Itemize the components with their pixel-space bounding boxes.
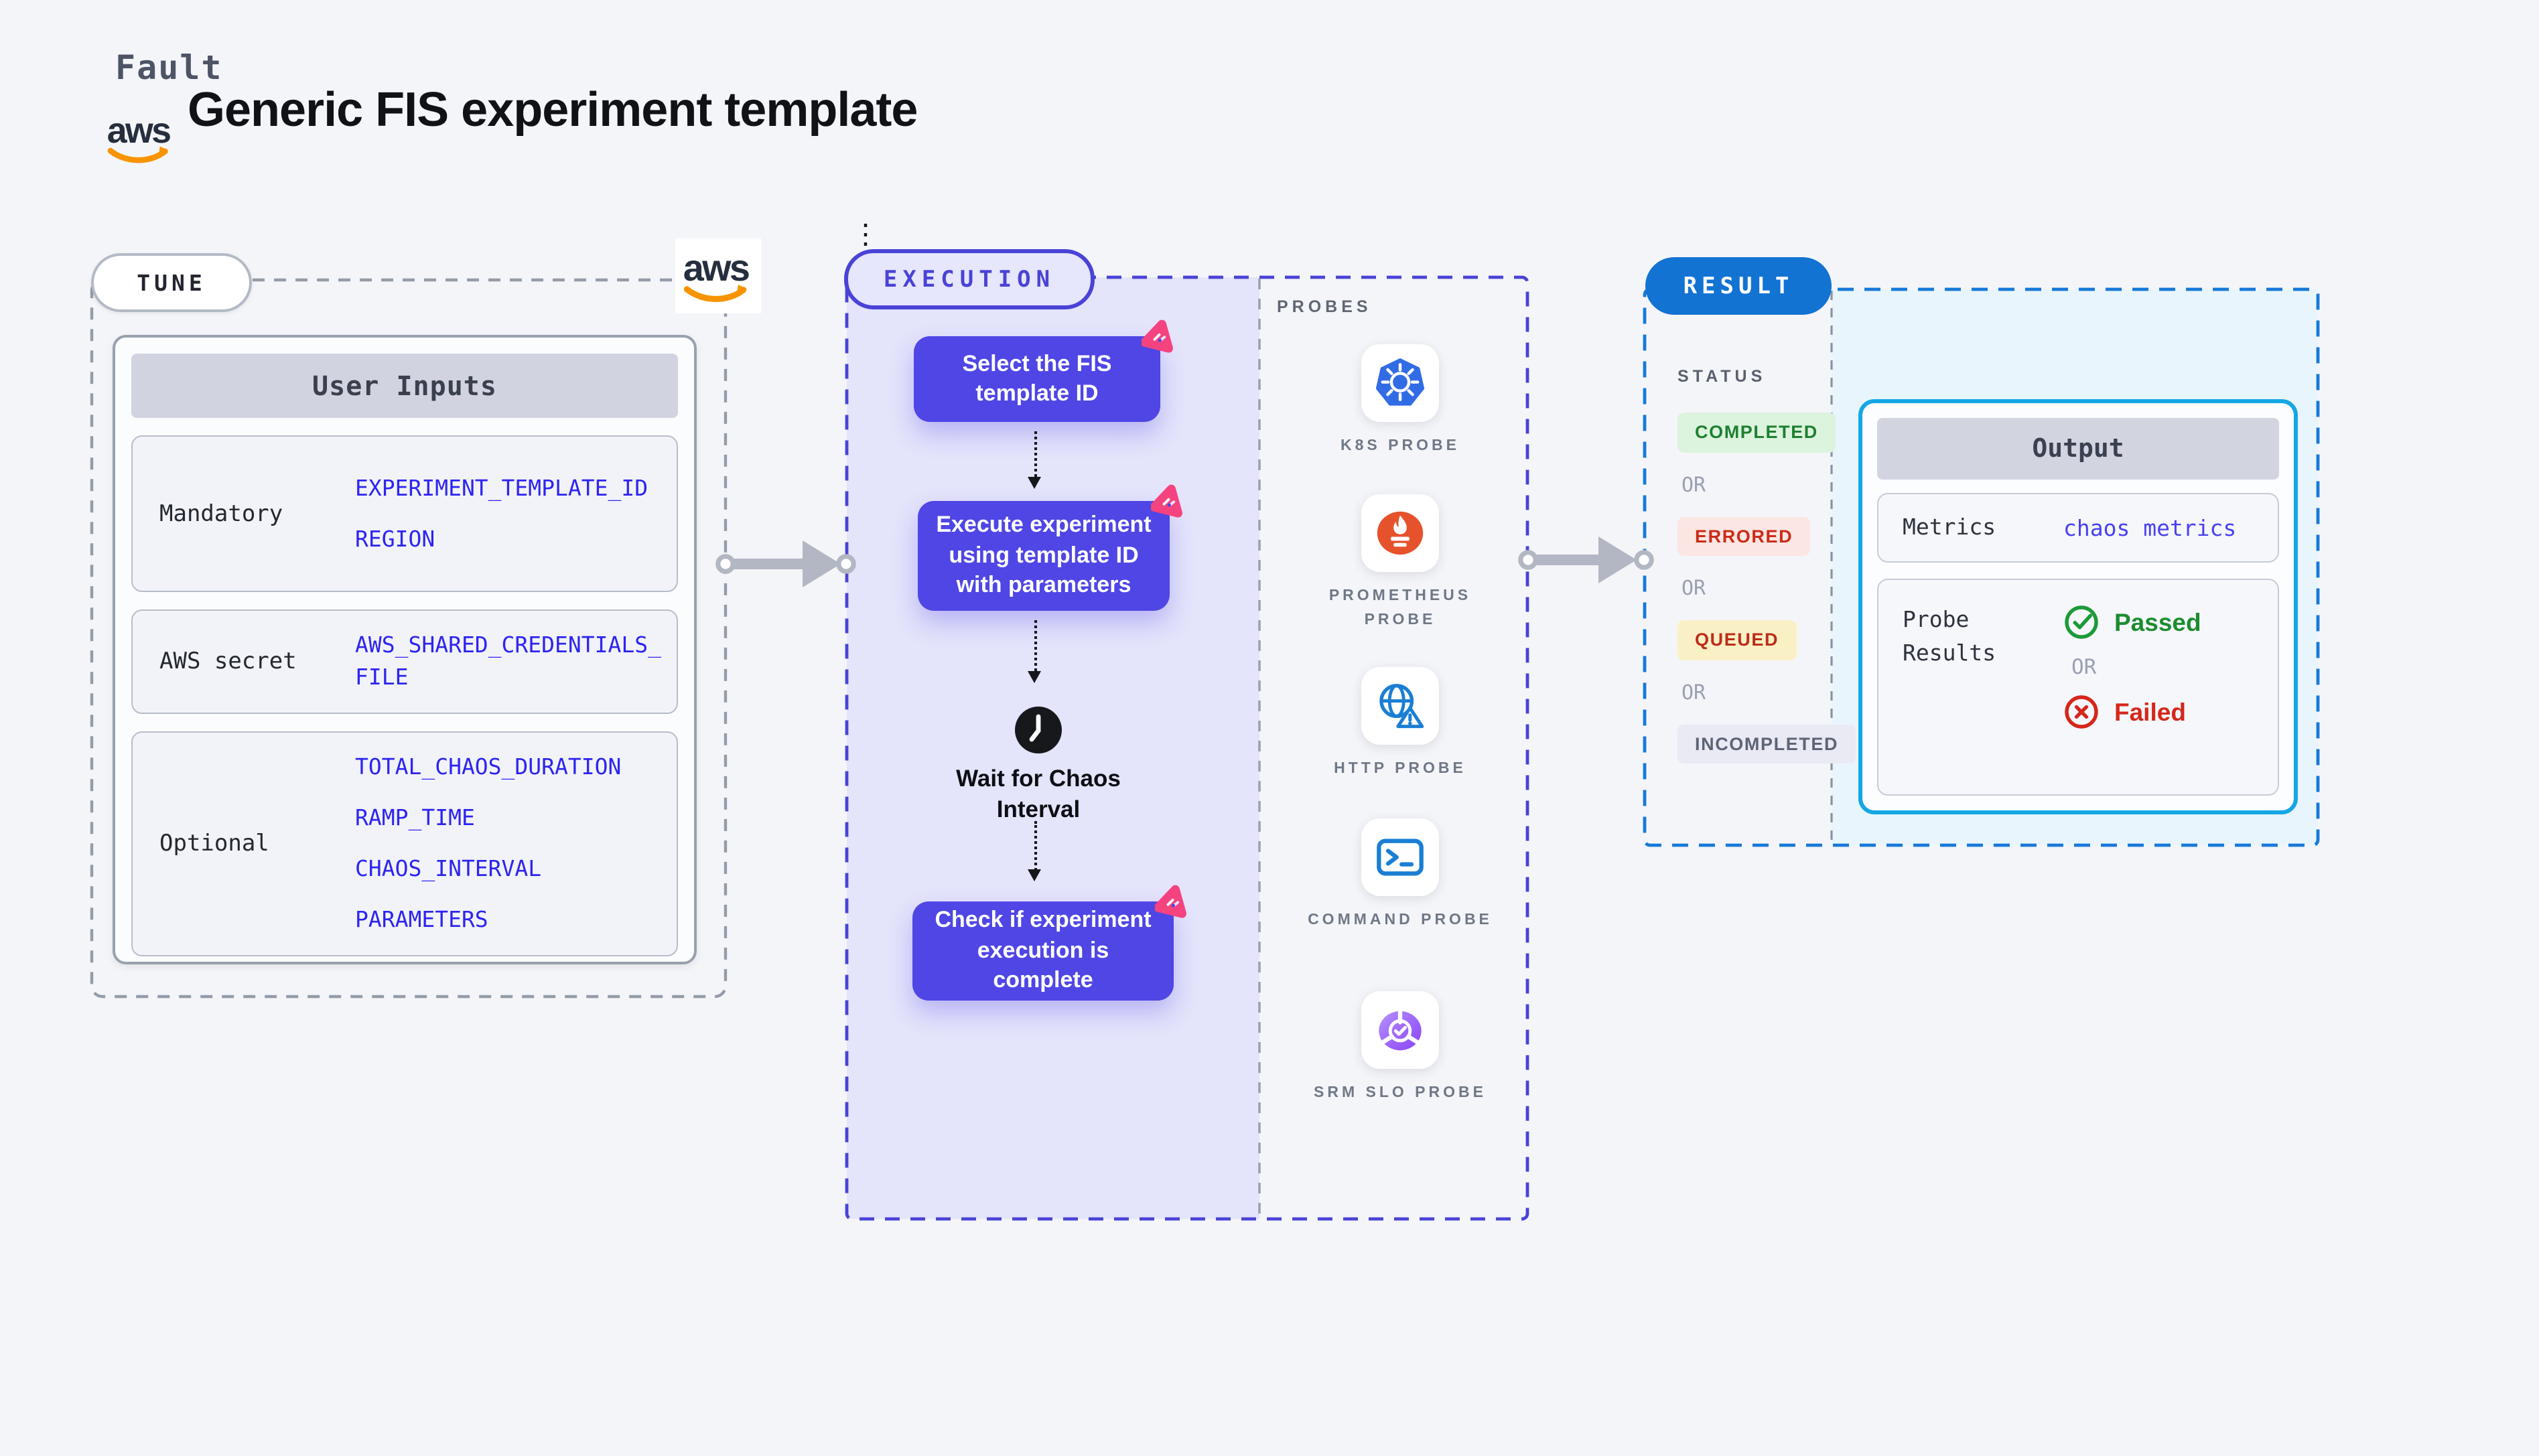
http-globe-warning-icon: [1379, 684, 1424, 729]
row-values: EXPERIMENT_TEMPLATE_ID REGION: [355, 472, 663, 555]
output-header: Output: [1877, 418, 2279, 480]
input-variable: TOTAL_CHAOS_DURATION: [355, 753, 622, 780]
metrics-row: Metrics chaos metrics: [1877, 493, 2279, 563]
failed-text: Failed: [2114, 697, 2186, 725]
status-badge-list: COMPLETED OR ERRORED OR QUEUED OR INCOMP…: [1677, 413, 1856, 763]
status-badge-incompleted: INCOMPLETED: [1677, 724, 1856, 763]
probe-card: [1361, 344, 1439, 422]
prometheus-icon: [1377, 511, 1424, 555]
aws-logo-icon: aws: [107, 111, 172, 163]
table-row-mandatory: Mandatory EXPERIMENT_TEMPLATE_ID REGION: [131, 435, 678, 592]
or-separator: OR: [1682, 472, 1706, 496]
probe-card: [1361, 494, 1439, 572]
aws-logo-tune-corner: aws: [675, 238, 761, 313]
passed-text: Passed: [2114, 607, 2201, 636]
probe-item-srm-slo: SRM SLO PROBE: [1262, 991, 1538, 1106]
status-badge-queued: QUEUED: [1677, 620, 1797, 660]
input-variable: AWS_SHARED_CREDENTIALS_FILE: [355, 632, 661, 690]
probe-label: SRM SLO PROBE: [1314, 1085, 1487, 1101]
litmus-chaos-icon: [1151, 484, 1182, 518]
input-variable: PARAMETERS: [355, 906, 488, 932]
row-label: Optional: [159, 830, 269, 857]
probe-card: [1361, 818, 1439, 896]
or-separator: OR: [1682, 576, 1706, 600]
execution-to-result-arrow: [1518, 536, 1654, 583]
input-variable: CHAOS_INTERVAL: [355, 855, 542, 881]
step-execute-experiment: Execute experiment using template ID wit…: [918, 484, 1182, 611]
svg-text:aws: aws: [683, 246, 749, 289]
brand-eyebrow: Fault: [115, 48, 223, 87]
flow-arrow-down: [1028, 620, 1041, 683]
probe-label: K8S PROBE: [1341, 438, 1460, 454]
input-variable: RAMP_TIME: [355, 804, 475, 830]
tune-label-text: TUNE: [137, 270, 206, 295]
probe-item-k8s: K8S PROBE: [1262, 344, 1538, 459]
status-badge-completed: COMPLETED: [1677, 413, 1836, 452]
step-text: Select the FIS template ID: [962, 350, 1112, 406]
probe-card: [1361, 991, 1439, 1069]
row-values: TOTAL_CHAOS_DURATION RAMP_TIME CHAOS_INT…: [355, 751, 663, 936]
tune-section-frame: [90, 278, 728, 999]
row-label: Mandatory: [159, 500, 283, 527]
execution-section-frame: [845, 275, 1529, 1221]
probe-results-row: Probe Results Passed OR Failed: [1877, 579, 2279, 796]
result-label-text: RESULT: [1683, 273, 1794, 299]
probe-results-values: Passed OR Failed: [2063, 604, 2201, 794]
input-variable: REGION: [355, 526, 435, 551]
metrics-value: chaos metrics: [2063, 515, 2237, 540]
litmus-chaos-icon: [1142, 319, 1173, 353]
row-values: AWS_SHARED_CREDENTIALS_FILE: [355, 630, 663, 694]
probe-item-prometheus: PROMETHEUS PROBE: [1262, 494, 1538, 634]
wait-step: [1013, 705, 1064, 755]
check-circle-icon: [2065, 605, 2098, 639]
status-badge-errored: ERRORED: [1677, 516, 1811, 556]
probe-item-command: COMMAND PROBE: [1262, 818, 1538, 933]
row-label: AWS secret: [159, 648, 297, 675]
slo-pie-check-icon: [1379, 1010, 1422, 1051]
result-section-label: RESULT: [1645, 257, 1832, 315]
tune-section-label: TUNE: [91, 253, 252, 312]
user-inputs-table: User Inputs Mandatory EXPERIMENT_TEMPLAT…: [113, 335, 697, 964]
wait-step-label: Wait for Chaos Interval: [956, 765, 1121, 822]
execution-section-label: EXECUTION: [844, 249, 1095, 309]
probe-item-http: HTTP PROBE: [1262, 667, 1538, 782]
or-separator: OR: [1682, 680, 1706, 704]
step-check-complete: Check if experiment execution is complet…: [912, 885, 1186, 1001]
probe-label: COMMAND PROBE: [1308, 912, 1493, 928]
page-title: Generic FIS experiment template: [188, 82, 918, 137]
tune-to-execution-arrow: [715, 540, 856, 587]
svg-text:aws: aws: [107, 111, 170, 151]
metrics-label: Metrics: [1903, 514, 1996, 540]
probes-title: PROBES: [1277, 297, 1372, 316]
step-select-template: Select the FIS template ID: [914, 319, 1173, 422]
flow-arrow-down: [1028, 821, 1041, 881]
flow-arrow-down: [1028, 431, 1041, 489]
step-text: Execute experiment using template ID wit…: [936, 512, 1152, 598]
output-table: Output Metrics chaos metrics Probe Resul…: [1858, 399, 2298, 814]
kubernetes-icon: [1375, 358, 1425, 406]
result-section-frame: [1643, 287, 2320, 847]
table-row-aws-secret: AWS secret AWS_SHARED_CREDENTIALS_FILE: [131, 609, 678, 714]
execution-label-text: EXECUTION: [883, 266, 1056, 293]
aws-logo: aws: [106, 107, 176, 174]
litmus-chaos-icon: [1155, 885, 1186, 918]
user-inputs-header: User Inputs: [131, 354, 678, 418]
failed-result: Failed: [2063, 694, 2186, 730]
x-circle-icon: [2065, 695, 2098, 729]
terminal-icon: [1377, 839, 1424, 876]
clock-icon: [1015, 707, 1062, 753]
table-row-optional: Optional TOTAL_CHAOS_DURATION RAMP_TIME …: [131, 731, 678, 956]
status-title: STATUS: [1677, 367, 1767, 386]
probe-label: PROMETHEUS PROBE: [1328, 588, 1472, 629]
probe-label: HTTP PROBE: [1334, 761, 1466, 777]
probe-results-label: Probe Results: [1903, 607, 1996, 666]
passed-result: Passed: [2063, 604, 2201, 640]
probe-card: [1361, 667, 1439, 745]
aws-logo-icon: aws: [683, 246, 751, 302]
step-text: Check if experiment execution is complet…: [935, 907, 1152, 993]
or-separator: OR: [2071, 655, 2097, 679]
input-variable: EXPERIMENT_TEMPLATE_ID: [355, 475, 648, 501]
